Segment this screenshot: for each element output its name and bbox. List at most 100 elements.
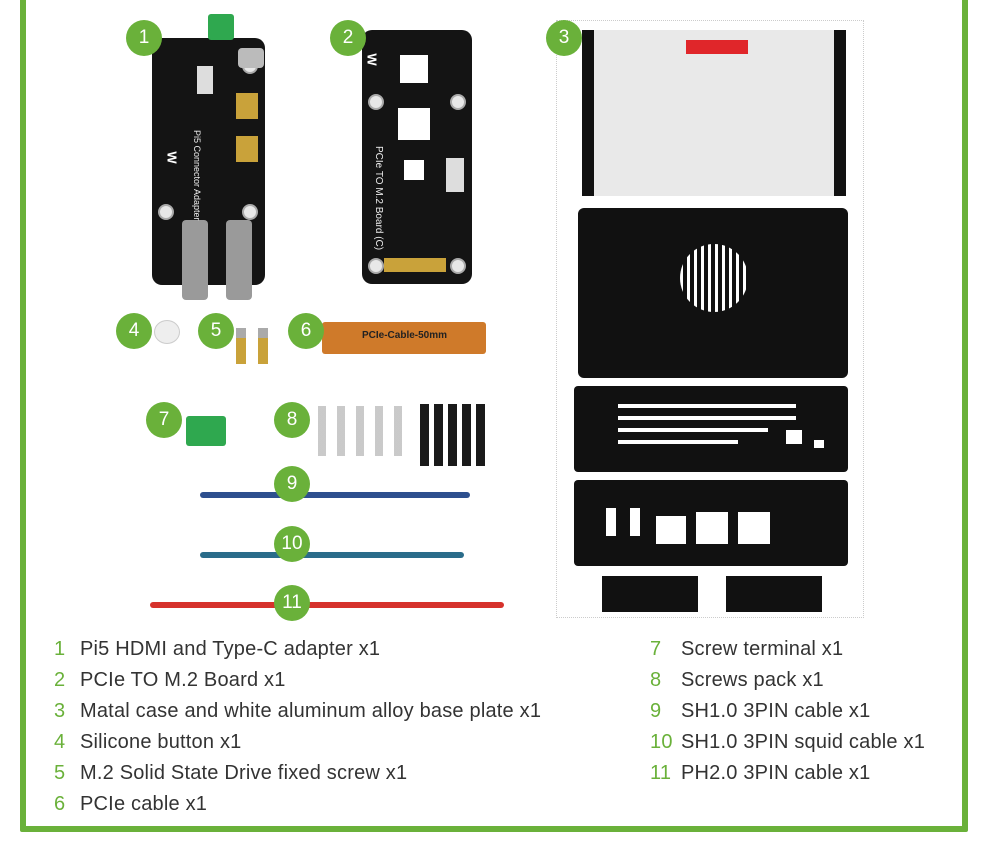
badge-1: 1 xyxy=(126,20,162,56)
legend-text: SH1.0 3PIN squid cable x1 xyxy=(681,731,926,753)
aluminum-base-plate xyxy=(582,30,846,196)
pcie-m2-board: W PCIe TO M.2 Board (C) xyxy=(362,30,472,284)
fpc-connector xyxy=(446,158,464,192)
legend-text: Pi5 HDMI and Type-C adapter x1 xyxy=(80,638,381,660)
legend-number: 9 xyxy=(650,700,662,722)
mounting-hole xyxy=(450,258,466,274)
green-frame xyxy=(20,0,968,832)
legend-text: PH2.0 3PIN cable x1 xyxy=(681,762,871,784)
vent-slot xyxy=(618,440,738,444)
legend-number: 8 xyxy=(650,669,662,691)
rear-panel xyxy=(574,480,848,566)
legend-text: PCIe TO M.2 Board x1 xyxy=(80,669,286,691)
legend-item-6: 6 PCIe cable x1 xyxy=(54,793,207,816)
badge-6: 6 xyxy=(288,313,324,349)
mounting-hole xyxy=(450,94,466,110)
ph20-3pin-cable xyxy=(150,602,504,608)
board1-label: Pi5 Connector Adapter xyxy=(192,130,202,221)
legend-text: Matal case and white aluminum alloy base… xyxy=(80,700,542,722)
badge-11: 11 xyxy=(274,585,310,621)
silicone-button xyxy=(154,320,180,344)
legend-item-1: 1 Pi5 HDMI and Type-C adapter x1 xyxy=(54,638,380,661)
badge-8: 8 xyxy=(274,402,310,438)
pi5-adapter-board: W Pi5 Connector Adapter xyxy=(152,38,265,300)
legend-number: 3 xyxy=(54,700,66,722)
legend-number: 6 xyxy=(54,793,66,815)
hdmi-port xyxy=(236,136,258,162)
mounting-hole xyxy=(368,258,384,274)
waveshare-logo-icon: W xyxy=(364,53,380,66)
badge-7: 7 xyxy=(146,402,182,438)
legend-item-9: 9 SH1.0 3PIN cable x1 xyxy=(650,700,870,723)
legend-text: Screws pack x1 xyxy=(681,669,824,691)
legend-item-11: 11 PH2.0 3PIN cable x1 xyxy=(650,762,870,785)
badge-9: 9 xyxy=(274,466,310,502)
badge-5: 5 xyxy=(198,313,234,349)
button-hole xyxy=(786,430,802,444)
legend-item-2: 2 PCIe TO M.2 Board x1 xyxy=(54,669,286,692)
fan-grille-icon xyxy=(680,244,748,312)
waveshare-logo-icon: W xyxy=(164,151,180,164)
legend-number: 10 xyxy=(650,731,673,753)
terminal-block xyxy=(208,14,234,40)
hdmi-port xyxy=(236,93,258,119)
case-shell xyxy=(578,208,848,378)
legend-item-8: 8 Screws pack x1 xyxy=(650,669,824,692)
badge-4: 4 xyxy=(116,313,152,349)
button-hole xyxy=(814,440,824,448)
standoff-pad xyxy=(400,55,428,83)
mounting-bracket xyxy=(602,576,698,612)
usb-cutout xyxy=(656,516,686,544)
sh10-3pin-cable xyxy=(200,492,470,498)
mounting-hole xyxy=(242,204,258,220)
screw-terminal-icon xyxy=(186,416,226,446)
usb-cutout xyxy=(696,512,728,544)
connector xyxy=(197,66,213,94)
legend-text: Screw terminal x1 xyxy=(681,638,844,660)
front-panel xyxy=(574,386,848,472)
legend-text: PCIe cable x1 xyxy=(80,793,208,815)
case-outline xyxy=(556,20,864,618)
usb-cutout xyxy=(738,512,770,544)
pcie-cable: PCIe-Cable-50mm xyxy=(322,322,486,354)
legend-number: 7 xyxy=(650,638,662,660)
legend-text: M.2 Solid State Drive fixed screw x1 xyxy=(80,762,408,784)
legend-number: 1 xyxy=(54,638,66,660)
vent-slot xyxy=(618,404,796,408)
standoff-pad xyxy=(404,160,424,180)
legend-item-10: 10 SH1.0 3PIN squid cable x1 xyxy=(650,731,925,754)
legend-item-3: 3 Matal case and white aluminum alloy bas… xyxy=(54,700,541,723)
vent-slot xyxy=(618,416,796,420)
legend-text: Silicone button x1 xyxy=(80,731,242,753)
legend-item-7: 7 Screw terminal x1 xyxy=(650,638,843,661)
hdmi-cutout xyxy=(630,508,640,536)
mounting-bracket xyxy=(726,576,822,612)
board2-label: PCIe TO M.2 Board (C) xyxy=(373,146,384,251)
cable-bundle xyxy=(182,220,208,300)
screws-pack-black xyxy=(420,404,490,466)
cable-bundle xyxy=(226,220,252,300)
m2-fixed-screw-icon xyxy=(236,328,246,364)
hdmi-cutout xyxy=(606,508,616,536)
sh10-3pin-squid-cable xyxy=(200,552,464,558)
legend-text: SH1.0 3PIN cable x1 xyxy=(681,700,871,722)
vent-slot xyxy=(618,428,768,432)
badge-10: 10 xyxy=(274,526,310,562)
legend-number: 11 xyxy=(650,762,672,784)
pcie-cable-label: PCIe-Cable-50mm xyxy=(362,330,448,341)
legend-number: 5 xyxy=(54,762,66,784)
legend-item-5: 5 M.2 Solid State Drive fixed screw x1 xyxy=(54,762,407,785)
usb-c-port xyxy=(238,48,264,68)
m2-fixed-screw-icon xyxy=(258,328,268,364)
m2-slot xyxy=(384,258,446,272)
mounting-hole xyxy=(368,94,384,110)
legend-number: 4 xyxy=(54,731,66,753)
mounting-hole xyxy=(158,204,174,220)
legend-item-4: 4 Silicone button x1 xyxy=(54,731,241,754)
standoff-pad xyxy=(398,108,430,140)
legend-number: 2 xyxy=(54,669,66,691)
screws-pack-silver xyxy=(318,406,412,456)
label-sticker xyxy=(686,40,748,54)
badge-2: 2 xyxy=(330,20,366,56)
badge-3: 3 xyxy=(546,20,582,56)
